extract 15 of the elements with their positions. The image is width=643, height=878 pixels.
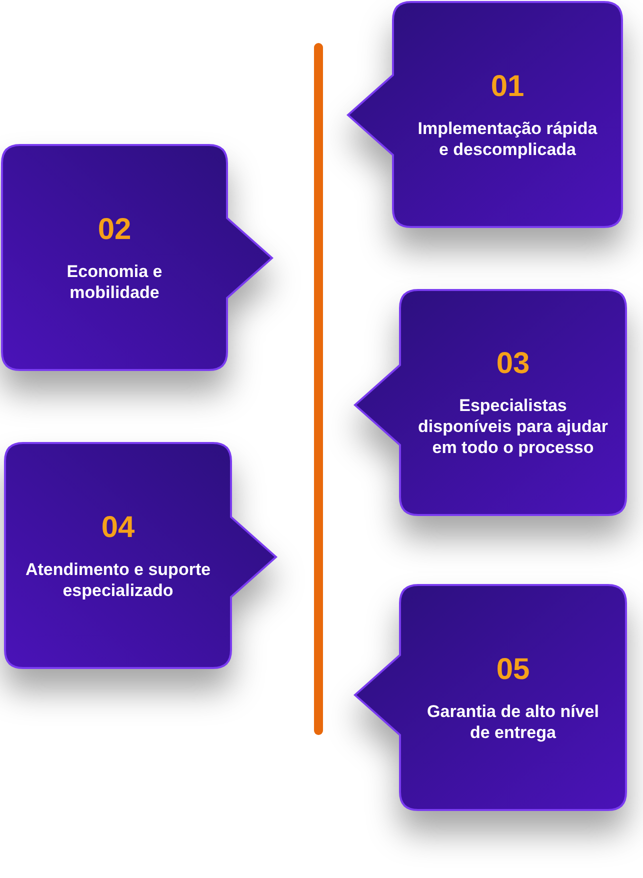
step-description: Garantia de alto nível de entrega <box>426 700 600 742</box>
step-number: 02 <box>98 212 132 246</box>
speech-bubble <box>355 290 626 515</box>
step-number: 05 <box>496 652 530 686</box>
step-number: 04 <box>101 510 135 544</box>
step-number: 03 <box>496 347 530 381</box>
step-number: 01 <box>490 70 524 104</box>
speech-bubble <box>348 2 622 227</box>
speech-bubble <box>2 145 272 370</box>
speech-bubble <box>355 585 626 810</box>
step-description: Especialistas disponíveis para ajudar em todo o processo <box>418 395 608 458</box>
speech-bubble <box>5 443 276 668</box>
step-description: Economia e mobilidade <box>66 260 164 302</box>
step-description: Atendimento e suporte especializado <box>24 558 212 600</box>
step-description: Implementação rápida e descomplicada <box>416 118 598 160</box>
